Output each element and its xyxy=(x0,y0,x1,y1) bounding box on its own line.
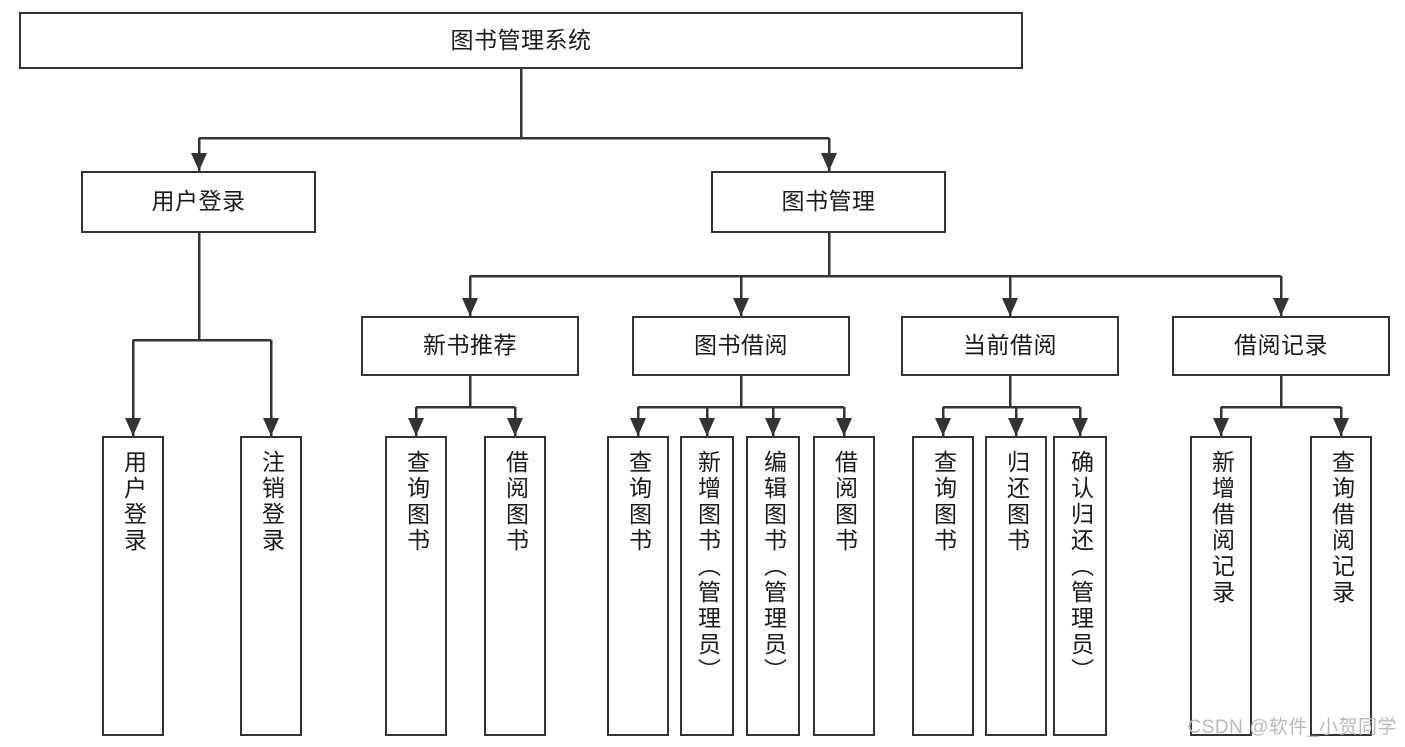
node-label-leaf-query-book-2: 查询图书 xyxy=(625,450,652,554)
arrow-head-book-manage xyxy=(821,153,837,171)
node-leaf-query-record[interactable]: 查询借阅记录 xyxy=(1310,436,1372,736)
node-leaf-query-book-2[interactable]: 查询图书 xyxy=(607,436,669,736)
node-label-leaf-add-book: 新增图书（管理员） xyxy=(694,450,721,684)
arrow-head-new-book-recommend xyxy=(462,298,478,316)
node-leaf-confirm-return[interactable]: 确认归还（管理员） xyxy=(1053,436,1107,736)
arrow-head-leaf-confirm-return xyxy=(1072,418,1088,436)
arrow-head-leaf-query-book-3 xyxy=(935,418,951,436)
arrow-head-user-login xyxy=(191,153,207,171)
arrow-head-leaf-query-record xyxy=(1333,418,1349,436)
node-book-manage[interactable]: 图书管理 xyxy=(711,171,946,233)
node-label-leaf-query-record: 查询借阅记录 xyxy=(1328,450,1355,606)
arrow-head-leaf-query-book-2 xyxy=(630,418,646,436)
arrow-head-leaf-return-book xyxy=(1008,418,1024,436)
node-label-leaf-borrow-book-1: 借阅图书 xyxy=(502,450,529,554)
node-label-user-login: 用户登录 xyxy=(151,188,246,215)
arrow-head-current-borrow xyxy=(1002,298,1018,316)
node-leaf-query-book-3[interactable]: 查询图书 xyxy=(912,436,974,736)
node-label-leaf-add-record: 新增借阅记录 xyxy=(1208,450,1235,606)
node-new-book-recommend[interactable]: 新书推荐 xyxy=(361,316,579,376)
node-user-login[interactable]: 用户登录 xyxy=(81,171,316,233)
node-label-book-borrow: 图书借阅 xyxy=(694,332,788,359)
node-leaf-user-login[interactable]: 用户登录 xyxy=(102,436,164,736)
node-label-root: 图书管理系统 xyxy=(450,26,592,53)
arrow-head-leaf-add-book xyxy=(699,418,715,436)
node-label-leaf-borrow-book-2: 借阅图书 xyxy=(831,450,858,554)
watermark-text: CSDN @软件_小贺同学 xyxy=(1187,717,1397,738)
node-borrow-record[interactable]: 借阅记录 xyxy=(1172,316,1390,376)
arrow-head-leaf-borrow-book-1 xyxy=(507,418,523,436)
arrow-head-leaf-borrow-book-2 xyxy=(836,418,852,436)
arrow-head-leaf-add-record xyxy=(1213,418,1229,436)
node-leaf-query-book-1[interactable]: 查询图书 xyxy=(385,436,447,736)
arrow-head-leaf-query-book-1 xyxy=(408,418,424,436)
node-leaf-edit-book[interactable]: 编辑图书（管理员） xyxy=(746,436,800,736)
arrow-head-leaf-edit-book xyxy=(765,418,781,436)
node-current-borrow[interactable]: 当前借阅 xyxy=(901,316,1119,376)
node-leaf-add-book[interactable]: 新增图书（管理员） xyxy=(680,436,734,736)
node-label-book-manage: 图书管理 xyxy=(781,188,876,215)
node-label-leaf-user-login: 用户登录 xyxy=(120,450,147,554)
node-leaf-borrow-book-1[interactable]: 借阅图书 xyxy=(484,436,546,736)
node-book-borrow[interactable]: 图书借阅 xyxy=(632,316,850,376)
arrow-head-leaf-logout xyxy=(263,418,279,436)
node-label-current-borrow: 当前借阅 xyxy=(963,332,1057,359)
node-label-leaf-confirm-return: 确认归还（管理员） xyxy=(1067,450,1094,684)
node-label-leaf-query-book-1: 查询图书 xyxy=(403,450,430,554)
arrow-head-leaf-user-login xyxy=(125,418,141,436)
node-leaf-return-book[interactable]: 归还图书 xyxy=(985,436,1047,736)
node-leaf-borrow-book-2[interactable]: 借阅图书 xyxy=(813,436,875,736)
arrow-head-book-borrow xyxy=(733,298,749,316)
node-label-leaf-logout: 注销登录 xyxy=(258,450,285,554)
node-leaf-add-record[interactable]: 新增借阅记录 xyxy=(1190,436,1252,736)
node-leaf-logout[interactable]: 注销登录 xyxy=(240,436,302,736)
node-root[interactable]: 图书管理系统 xyxy=(19,12,1023,69)
arrow-head-borrow-record xyxy=(1273,298,1289,316)
node-label-new-book-recommend: 新书推荐 xyxy=(423,332,517,359)
node-label-leaf-edit-book: 编辑图书（管理员） xyxy=(760,450,787,684)
node-label-leaf-query-book-3: 查询图书 xyxy=(930,450,957,554)
node-label-borrow-record: 借阅记录 xyxy=(1234,332,1328,359)
node-label-leaf-return-book: 归还图书 xyxy=(1003,450,1030,554)
